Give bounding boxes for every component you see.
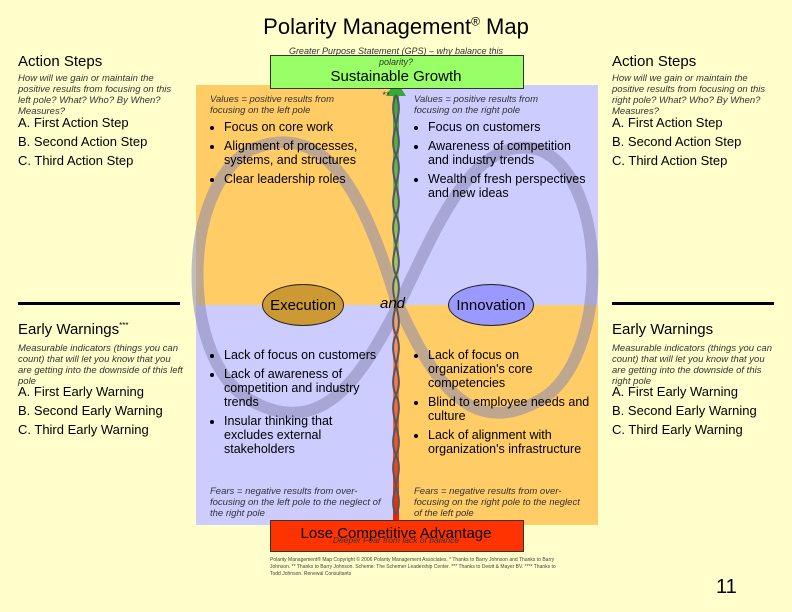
lower-right-item: Lack of focus on organization's core com… [428, 348, 590, 390]
title-suffix: Map [486, 14, 529, 39]
right-warning-item: C. Third Early Warning [612, 422, 743, 437]
left-warning-heading-text: Early Warnings [18, 321, 120, 338]
left-warning-item: A. First Early Warning [18, 384, 144, 399]
upper-right-item: Awareness of competition and industry tr… [428, 139, 590, 167]
right-warning-desc: Measurable indicators (things you can co… [612, 343, 773, 387]
lower-right-fears: Lack of focus on organization's core com… [412, 348, 590, 461]
lower-right-fears-label: Fears = negative results from over-focus… [414, 486, 580, 519]
twist-strand-2 [392, 94, 400, 516]
gps-label: Greater Purpose Statement (GPS) – why ba… [288, 46, 504, 67]
lower-left-item: Insular thinking that excludes external … [224, 414, 380, 456]
lower-left-item: Lack of awareness of competition and ind… [224, 367, 380, 409]
left-divider [18, 302, 180, 305]
right-warning-item: A. First Early Warning [612, 384, 738, 399]
page-title: Polarity Management® Map [0, 14, 792, 40]
upper-right-item: Focus on customers [428, 120, 590, 134]
deeper-fear-box [270, 520, 524, 552]
left-action-step: C. Third Action Step [18, 153, 134, 168]
lower-left-fears: Lack of focus on customers Lack of aware… [208, 348, 380, 461]
upper-right-item: Wealth of fresh perspectives and new ide… [428, 172, 590, 200]
right-divider [612, 302, 774, 305]
right-action-step: A. First Action Step [612, 115, 723, 130]
left-action-steps: A. First Action Step B. Second Action St… [18, 113, 147, 170]
left-warning-item: C. Third Early Warning [18, 422, 149, 437]
execution-pole-oval: Execution [262, 284, 344, 326]
upper-left-quadrant [196, 85, 396, 305]
left-warning-item: B. Second Early Warning [18, 403, 163, 418]
left-warnings: A. First Early Warning B. Second Early W… [18, 382, 163, 439]
innovation-pole-oval: Innovation [448, 284, 534, 326]
right-action-steps: A. First Action Step B. Second Action St… [612, 113, 741, 170]
upper-right-quadrant [396, 85, 598, 305]
and-label: and [380, 295, 406, 312]
lower-right-item: Blind to employee needs and culture [428, 395, 590, 423]
footnote: Polarity Management® Map Copyright © 200… [270, 557, 556, 577]
upper-right-values-label: Values = positive results from focusing … [414, 94, 538, 116]
deeper-fear-label: Deeper Fear from lack of balance [332, 535, 460, 545]
left-action-heading: Action Steps [18, 53, 103, 70]
registered-mark: ® [471, 14, 480, 29]
left-action-question: How will we gain or maintain the positiv… [18, 73, 172, 117]
upper-left-values: Focus on core work Alignment of processe… [208, 120, 380, 191]
left-action-step: A. First Action Step [18, 115, 129, 130]
upper-right-values: Focus on customers Awareness of competit… [412, 120, 590, 205]
upper-left-item: Clear leadership roles [224, 172, 380, 186]
right-action-question: How will we gain or maintain the positiv… [612, 73, 766, 117]
upper-left-item: Alignment of processes, systems, and str… [224, 139, 380, 167]
upper-left-item: Focus on core work [224, 120, 380, 134]
right-warning-item: B. Second Early Warning [612, 403, 757, 418]
left-warning-heading: Early Warnings*** [18, 321, 128, 338]
left-warning-desc: Measurable indicators (things you can co… [18, 343, 183, 387]
lower-right-item: Lack of alignment with organization's in… [428, 428, 590, 456]
upper-left-values-label: Values = positive results from focusing … [210, 94, 334, 116]
gps-text: Sustainable Growth [330, 68, 462, 85]
warning-footnote-mark: *** [119, 321, 129, 330]
right-action-step: C. Third Action Step [612, 153, 728, 168]
center-mark: ** [382, 90, 390, 101]
right-action-heading: Action Steps [612, 53, 697, 70]
title-text: Polarity Management [263, 14, 472, 39]
page-number: 11 [716, 576, 737, 598]
execution-pole-label: Execution [270, 296, 336, 314]
innovation-pole-label: Innovation [456, 296, 526, 314]
lower-left-item: Lack of focus on customers [224, 348, 380, 362]
lower-left-fears-label: Fears = negative results from over-focus… [210, 486, 381, 519]
right-warnings: A. First Early Warning B. Second Early W… [612, 382, 757, 439]
right-action-step: B. Second Action Step [612, 134, 742, 149]
gps-box [270, 55, 524, 89]
right-warning-heading: Early Warnings [612, 321, 714, 338]
left-action-step: B. Second Action Step [18, 134, 148, 149]
deeper-fear-text: Lose Competitive Advantage [300, 525, 492, 542]
